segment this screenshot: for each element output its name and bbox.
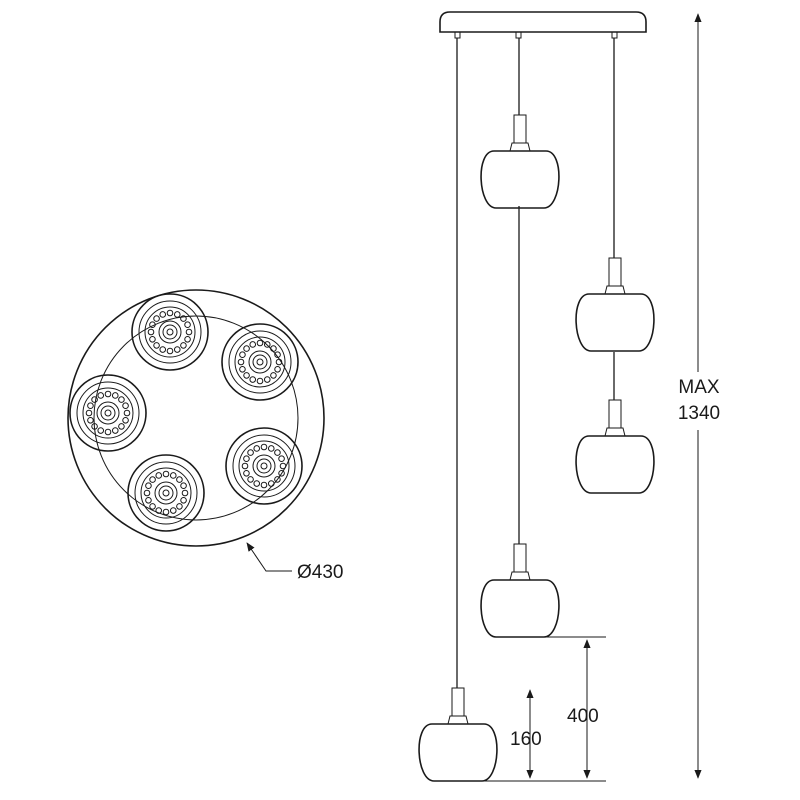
diameter-label: Ø430 [297, 562, 343, 583]
dim-max-label-line2: 1340 [678, 403, 720, 424]
side-view: 400 160 MAX 1340 [418, 11, 730, 782]
canopy-outer-circle [67, 289, 325, 547]
pendant-shade [480, 543, 560, 638]
cord-anchor [611, 31, 618, 39]
spot-head [221, 323, 299, 401]
spot-group [69, 293, 303, 532]
pendant-shade [480, 114, 560, 209]
diameter-callout: Ø430 [246, 542, 343, 583]
pendant-group [418, 114, 655, 782]
pendant-shade [575, 399, 655, 494]
pendant-shade [575, 257, 655, 352]
dim-max-label-background [668, 372, 730, 430]
spot-head [131, 293, 209, 371]
cord-anchor [454, 31, 461, 39]
diameter-leader-line [246, 542, 292, 572]
spot-head [69, 374, 147, 452]
ceiling-canopy [439, 11, 647, 33]
spot-head [225, 427, 303, 505]
dim-160-label: 160 [510, 729, 542, 750]
top-view [67, 289, 325, 547]
dim-400-label: 400 [567, 706, 599, 727]
canopy-inner-circle [93, 315, 299, 521]
dim-max-label-line1: MAX [678, 377, 720, 398]
pendant-shade [418, 687, 498, 782]
cord-anchor [515, 31, 522, 39]
spot-head [127, 454, 205, 532]
